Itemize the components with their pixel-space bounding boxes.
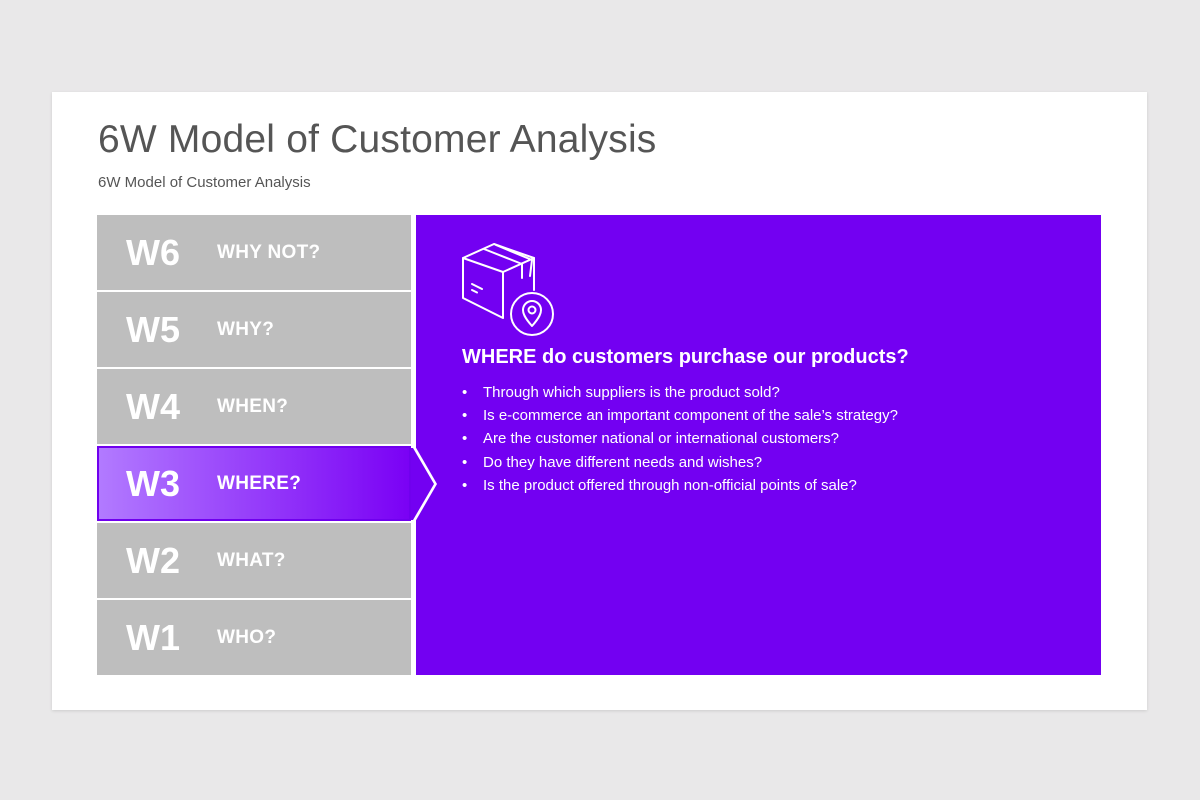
- row-label: WHAT?: [217, 550, 286, 571]
- list-item: Do they have different needs and wishes?: [462, 451, 898, 474]
- row-code: W6: [126, 232, 180, 273]
- pointer-arrow: [411, 446, 437, 522]
- row-label: WHY?: [217, 319, 275, 340]
- row-code: W3: [126, 463, 180, 504]
- row-w5[interactable]: W5 WHY?: [97, 292, 411, 367]
- row-w3-active[interactable]: W3 WHERE?: [97, 446, 411, 521]
- list-item: Is the product offered through non-offic…: [462, 474, 898, 497]
- row-code: W2: [126, 540, 180, 581]
- box-location-icon: [460, 240, 556, 336]
- row-label: WHERE?: [217, 473, 302, 494]
- list-item: Is e-commerce an important component of …: [462, 404, 898, 427]
- list-item: Are the customer national or internation…: [462, 427, 898, 450]
- panel-heading: WHERE do customers purchase our products…: [462, 346, 909, 368]
- page-subtitle: 6W Model of Customer Analysis: [98, 174, 311, 191]
- row-code: W4: [126, 386, 180, 427]
- row-label: WHO?: [217, 627, 277, 648]
- row-label: WHY NOT?: [217, 242, 321, 263]
- row-w1[interactable]: W1 WHO?: [97, 600, 411, 675]
- row-code: W5: [126, 309, 180, 350]
- bullet-list: Through which suppliers is the product s…: [462, 381, 898, 497]
- page-title: 6W Model of Customer Analysis: [98, 118, 657, 161]
- row-w6[interactable]: W6 WHY NOT?: [97, 215, 411, 290]
- list-item: Through which suppliers is the product s…: [462, 381, 898, 404]
- row-label: WHEN?: [217, 396, 289, 417]
- row-code: W1: [126, 617, 180, 658]
- row-w2[interactable]: W2 WHAT?: [97, 523, 411, 598]
- row-w4[interactable]: W4 WHEN?: [97, 369, 411, 444]
